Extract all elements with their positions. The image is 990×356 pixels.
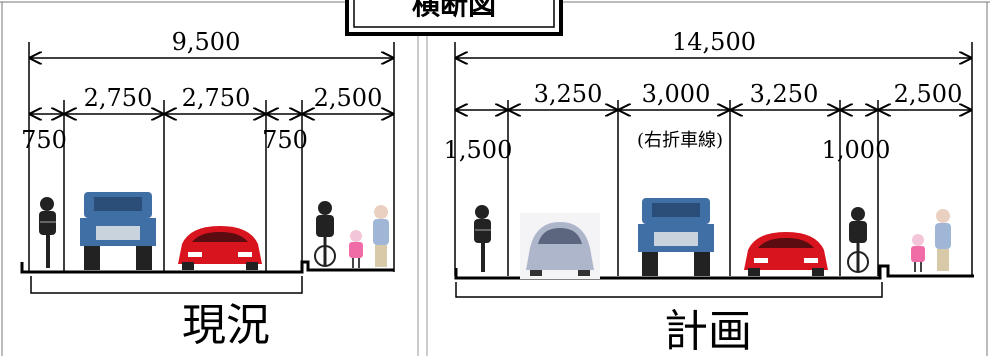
title-box: 横断図	[345, 0, 563, 36]
current-left-shoulder-width: 750	[21, 126, 67, 154]
cyclist-icon	[474, 205, 491, 272]
cyclist-icon	[39, 197, 56, 268]
plan-lane1-width: 3,250	[534, 80, 603, 108]
plan-carriageway-bracket	[455, 282, 883, 298]
truck-icon	[80, 192, 156, 270]
silver-car-icon	[520, 213, 600, 279]
woman-icon	[935, 209, 951, 271]
plan-right-shoulder-width: 1,000	[822, 136, 891, 164]
current-caption: 現況	[182, 300, 270, 351]
plan-center-lane-width: 3,000	[642, 80, 711, 108]
plan-section: 14,500 3,250 3,000 3,250 2,500 (右折車線) 1,…	[444, 28, 974, 356]
right-turn-lane-note: (右折車線)	[637, 130, 723, 151]
current-sidewalk-width: 2,500	[314, 84, 383, 112]
red-car-icon	[744, 232, 828, 276]
plan-sidewalk-width: 2,500	[894, 80, 963, 108]
current-road-profile	[20, 260, 394, 274]
plan-left-shoulder-width: 1,500	[444, 136, 513, 164]
current-section: 9,500 2,750 2,750 2,500 750 750	[20, 28, 395, 351]
child-icon	[911, 234, 925, 272]
plan-road-profile	[454, 264, 974, 280]
woman-icon	[373, 205, 389, 267]
cyclist-on-shoulder-icon	[847, 207, 869, 273]
plan-caption: 計画	[664, 306, 752, 356]
plan-lane3-width: 3,250	[750, 80, 819, 108]
current-lane2-width: 2,750	[182, 84, 251, 112]
current-lane1-width: 2,750	[84, 84, 153, 112]
current-total-width: 9,500	[172, 28, 241, 56]
red-car-icon	[178, 226, 262, 270]
child-icon	[349, 230, 363, 268]
truck-icon	[638, 198, 714, 276]
plan-total-width: 14,500	[672, 28, 756, 56]
current-right-shoulder-width: 750	[262, 126, 308, 154]
cyclist-on-sidewalk-icon	[314, 201, 336, 267]
current-carriageway-bracket	[30, 276, 303, 294]
diagram-title: 横断図	[412, 0, 496, 21]
